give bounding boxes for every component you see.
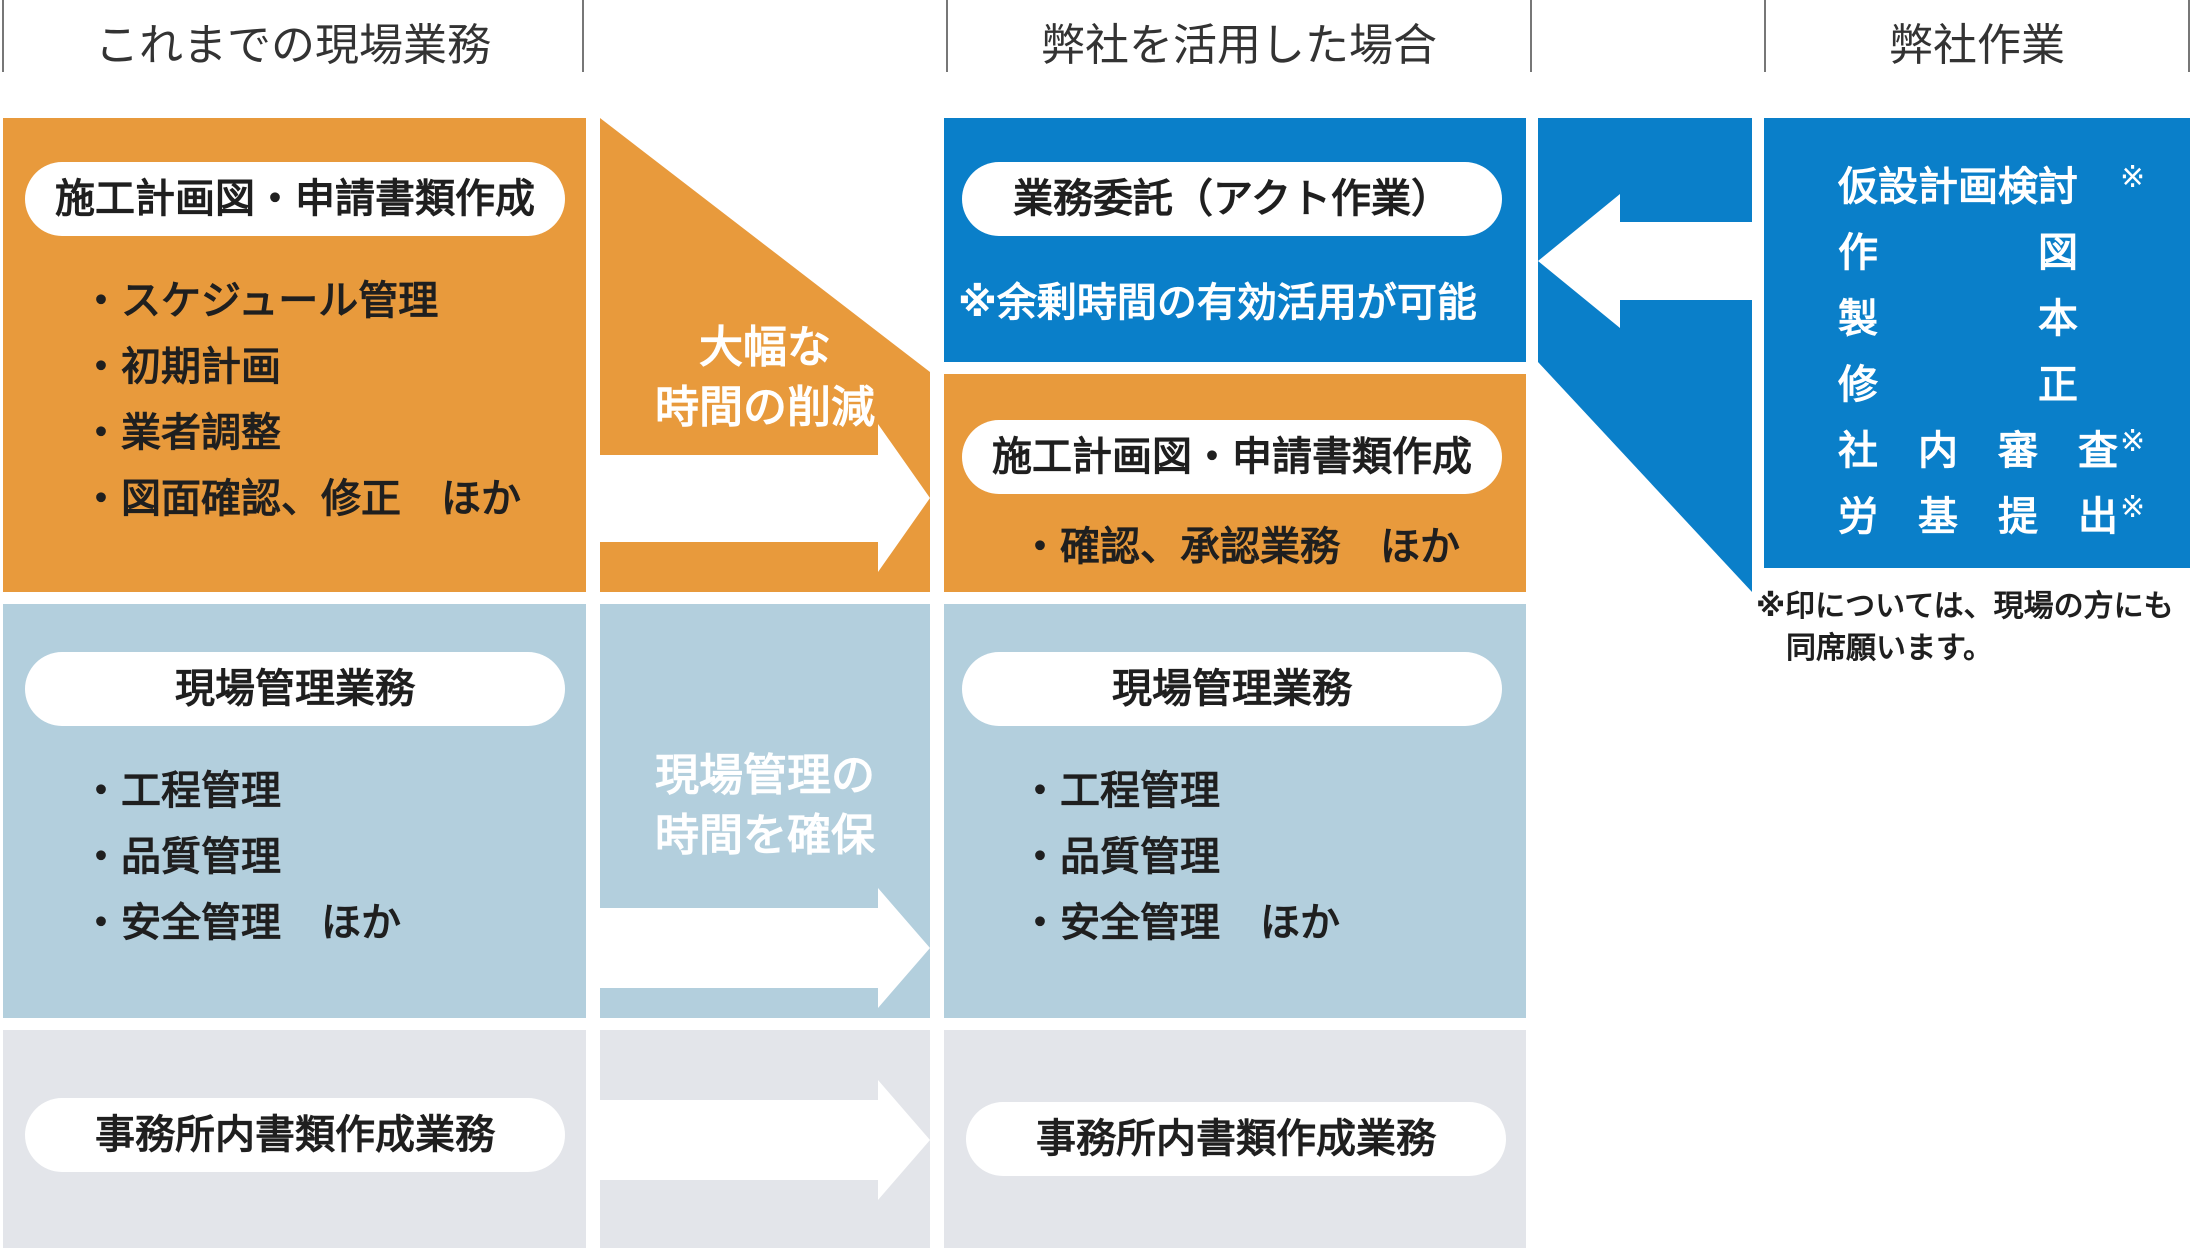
left-section2-panel: 現場管理業務 ・工程管理 ・品質管理 ・安全管理 ほか [3,604,586,1018]
secure-arrow-icon [600,888,930,1008]
task-row: 社 内 審 査 [1838,428,2118,474]
header-using-company: 弊社を活用した場合 [946,0,1532,72]
left-section1-item: ・スケジュール管理 [81,278,439,324]
left-section1-item: ・業者調整 [81,410,281,456]
header-using-label: 弊社を活用した場合 [1041,20,1437,71]
task-mark: ※ [2120,424,2146,459]
middle-arrows [600,118,930,1248]
header-company-label: 弊社作業 [1889,20,2065,71]
connector-shape [1538,118,1752,592]
company-footnote: ※印については、現場の方にも 同席願います。 [1756,589,2174,666]
secure-label-text: 現場管理の 時間を確保 [655,750,875,861]
header-company-work: 弊社作業 [1764,0,2190,72]
task-row: 仮設計画検討 [1838,164,2078,210]
right-section2-item: ・安全管理 ほか [1020,900,1340,946]
left-section1-title: 施工計画図・申請書類作成 [25,162,565,236]
outsource-panel: 業務委託（アクト作業） ※余剰時間の有効活用が可能 [944,118,1526,362]
left-section1-item: ・図面確認、修正 ほか [81,476,521,522]
task-row: 製 本 [1838,296,2078,342]
task-row: 作 図 [1838,230,2078,276]
right-section2-title: 現場管理業務 [962,652,1502,726]
header-current-label: これまでの現場業務 [95,20,491,71]
left-section2-item: ・工程管理 [81,768,281,814]
left-section1-item: ・初期計画 [81,344,281,390]
outsource-note: ※余剰時間の有効活用が可能 [958,280,1477,326]
connector-arrow-icon [1538,194,1752,328]
right-section1-panel: 施工計画図・申請書類作成 ・確認、承認業務 ほか [944,374,1526,592]
secure-label: 現場管理の 時間を確保 [600,746,930,866]
right-section3-title: 事務所内書類作成業務 [966,1102,1506,1176]
task-row: 修 正 [1838,362,2078,408]
right-section2-item: ・品質管理 [1020,834,1220,880]
right-section3-panel: 事務所内書類作成業務 [944,1030,1526,1248]
office-arrow-icon [600,1080,930,1200]
reduction-label: 大幅な 時間の削減 [600,318,930,438]
header-current-work: これまでの現場業務 [2,0,584,72]
right-section2-item: ・工程管理 [1020,768,1220,814]
outsource-title: 業務委託（アクト作業） [962,162,1502,236]
right-section1-title: 施工計画図・申請書類作成 [962,420,1502,494]
left-section2-title: 現場管理業務 [25,652,565,726]
right-section1-item: ・確認、承認業務 ほか [1020,524,1460,570]
reduction-label-text: 大幅な 時間の削減 [655,322,875,433]
task-row: 労 基 提 出 [1838,494,2118,540]
left-section3-title: 事務所内書類作成業務 [25,1098,565,1172]
task-mark: ※ [2120,490,2146,525]
left-section1-panel: 施工計画図・申請書類作成 ・スケジュール管理 ・初期計画 ・業者調整 ・図面確認… [3,118,586,592]
left-section3-panel: 事務所内書類作成業務 [3,1030,586,1248]
task-mark: ※ [2120,160,2146,195]
right-section2-panel: 現場管理業務 ・工程管理 ・品質管理 ・安全管理 ほか [944,604,1526,1018]
company-tasks-panel: 仮設計画検討 ※ 作 図 製 本 修 正 社 内 審 査 ※ 労 基 提 出 ※ [1764,118,2190,568]
left-section2-item: ・安全管理 ほか [81,900,401,946]
company-connector [1538,118,1752,592]
left-section2-item: ・品質管理 [81,834,281,880]
reduction-arrow-icon [600,424,930,572]
